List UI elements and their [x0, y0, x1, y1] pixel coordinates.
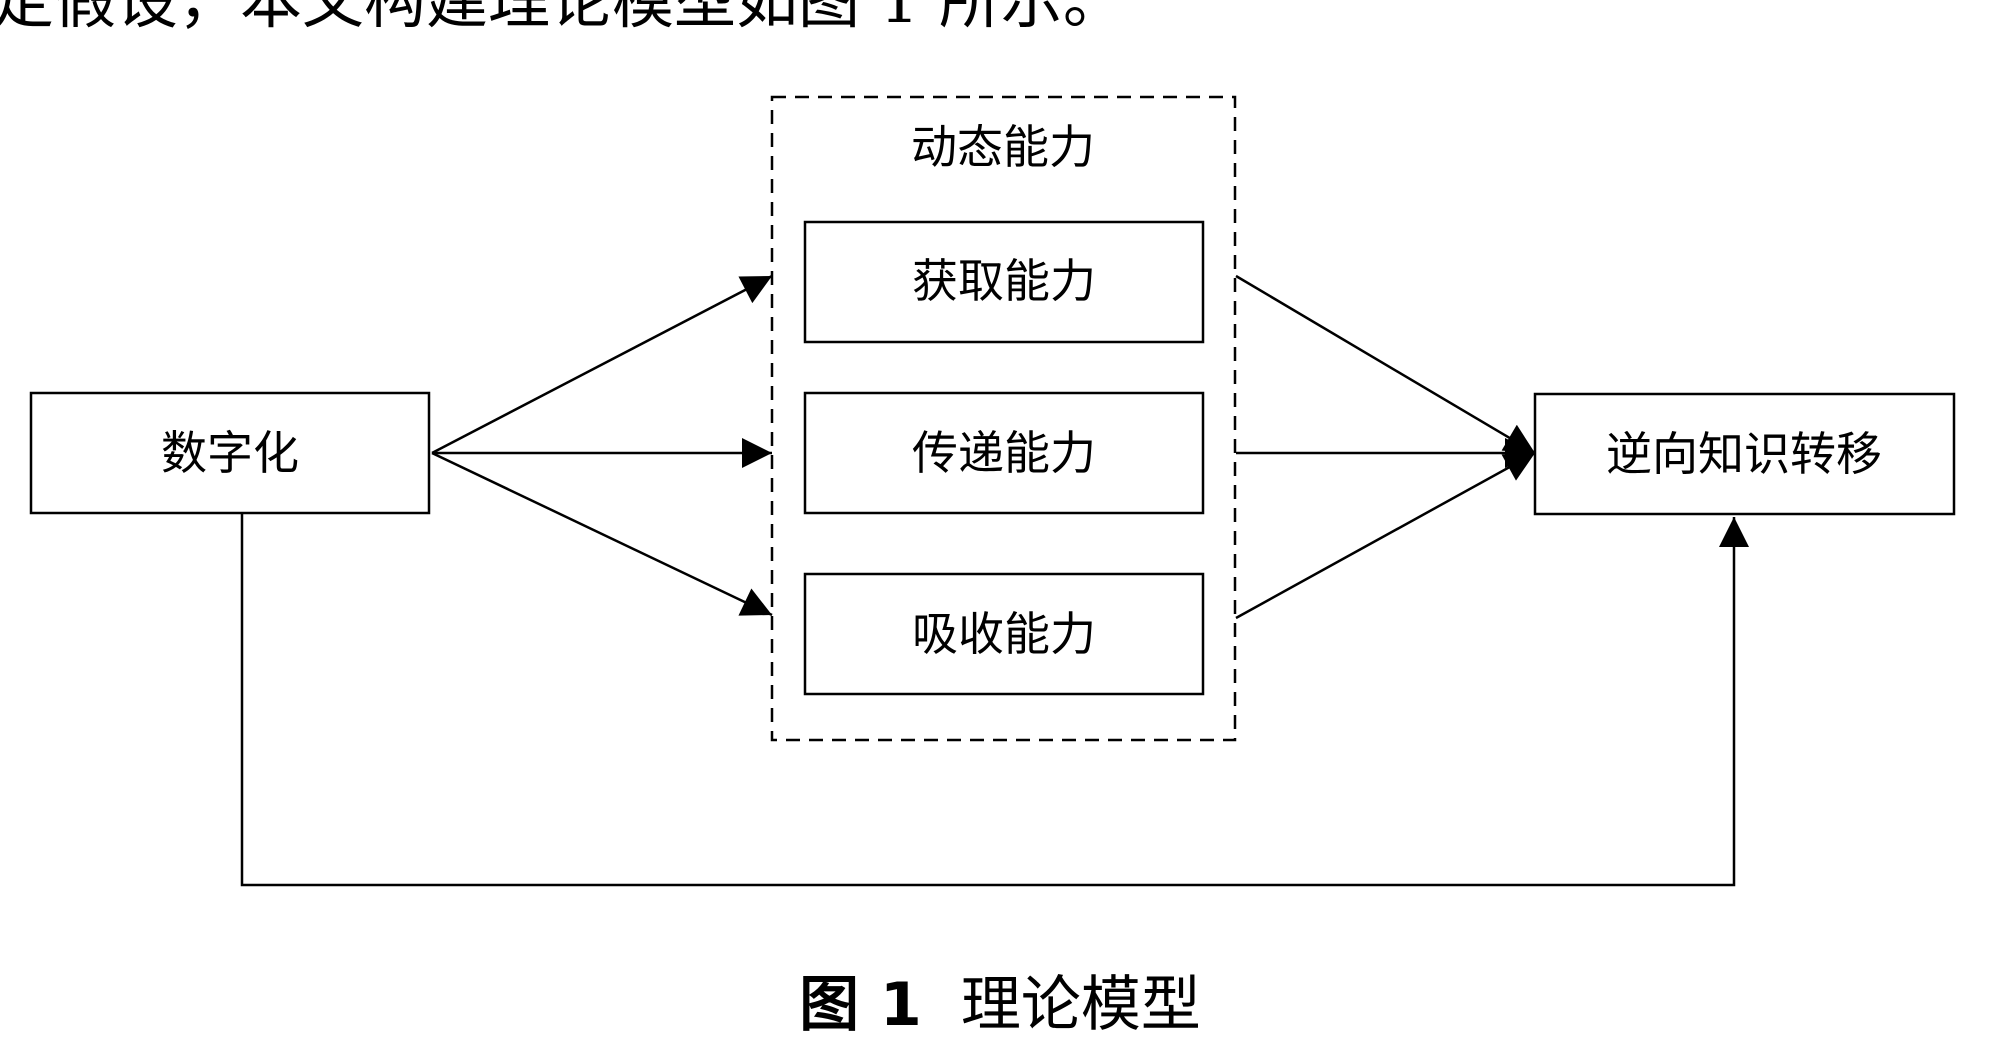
arrow-direct-source-to-target [240, 513, 1749, 887]
arrow-acquire-to-target [1235, 274, 1536, 455]
group-label: 动态能力 [911, 120, 1095, 174]
capability-label-transfer: 传递能力 [912, 426, 1096, 480]
figure-caption-prefix: 图 1 [799, 970, 922, 1040]
intro-text: 定假设，本文构建理论模型如图 1 所示。 [0, 0, 1125, 37]
capability-label-absorb: 吸收能力 [912, 607, 1096, 661]
capability-box-absorb [803, 572, 1205, 696]
arrow-absorb-to-target [1235, 451, 1536, 620]
dynamic-capability-group [770, 95, 1237, 742]
arrow-source-to-acquire [431, 274, 773, 455]
source-box [29, 391, 431, 515]
capability-box-transfer [803, 391, 1205, 515]
capability-label-acquire: 获取能力 [912, 254, 1096, 308]
arrow-source-to-absorb [431, 451, 773, 617]
source-label: 数字化 [161, 426, 299, 480]
figure-caption-title: 理论模型 [960, 970, 1201, 1040]
capability-box-acquire [803, 220, 1205, 344]
figure-caption: 图 1 理论模型 [0, 975, 2000, 1035]
target-label: 逆向知识转移 [1606, 427, 1882, 481]
target-box [1533, 392, 1956, 516]
